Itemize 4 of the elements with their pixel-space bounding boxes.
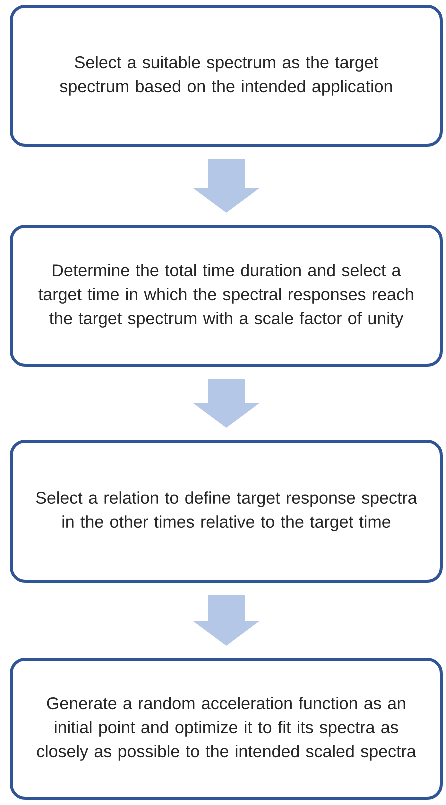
process-box: Select a suitable spectrum as the target spectrum based on the intended application [10,5,443,147]
process-box: Generate a random acceleration function as an initial point and optimize it to fit its spectra as closely as possible to the intended scaled spectra [10,658,443,800]
process-box: Determine the total time duration and select a target time in which the spectral responses reach the target spectrum with a scale factor of unity [10,225,443,367]
process-box: Select a relation to define target response spectra in the other times relative to the target time [10,440,443,583]
